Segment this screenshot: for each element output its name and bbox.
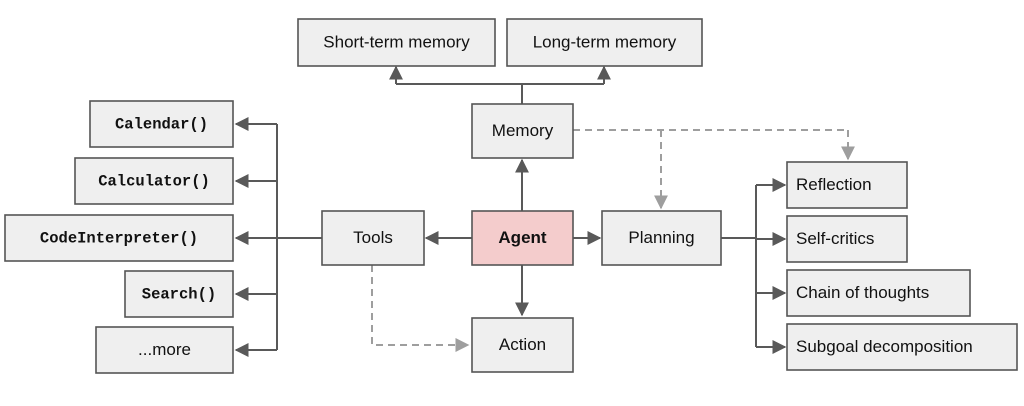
- node-more: ...more: [95, 326, 234, 374]
- long-term-memory-label: Long-term memory: [533, 32, 677, 51]
- node-tools: Tools: [321, 210, 425, 266]
- edge-tools-to-action: [371, 265, 470, 352]
- node-chain-of-thoughts: Chain of thoughts: [786, 269, 971, 317]
- subgoal-decomposition-label: Subgoal decomposition: [796, 337, 973, 356]
- edge-tools-bus: [276, 124, 322, 350]
- agent-label: Agent: [498, 228, 547, 247]
- calculator-label: Calculator(): [98, 173, 210, 191]
- action-label: Action: [499, 335, 546, 354]
- short-term-memory-label: Short-term memory: [323, 32, 470, 51]
- edges: [234, 65, 855, 357]
- node-long-term-memory: Long-term memory: [506, 18, 703, 67]
- edge-planning-bus: [721, 185, 757, 347]
- planning-label: Planning: [628, 228, 694, 247]
- node-reflection: Reflection: [786, 161, 908, 209]
- node-search: Search(): [124, 270, 234, 318]
- node-code-interpreter: CodeInterpreter(): [4, 214, 234, 262]
- node-action: Action: [471, 317, 574, 373]
- node-self-critics: Self-critics: [786, 215, 908, 263]
- node-subgoal-decomposition: Subgoal decomposition: [786, 323, 1018, 371]
- node-planning: Planning: [601, 210, 722, 266]
- code-interpreter-label: CodeInterpreter(): [40, 230, 198, 248]
- reflection-label: Reflection: [796, 175, 872, 194]
- chain-of-thoughts-label: Chain of thoughts: [796, 283, 929, 302]
- self-critics-label: Self-critics: [796, 229, 874, 248]
- node-short-term-memory: Short-term memory: [297, 18, 496, 67]
- edge-memory-split: [396, 83, 604, 104]
- calendar-label: Calendar(): [115, 116, 208, 134]
- search-label: Search(): [142, 286, 216, 304]
- node-calculator: Calculator(): [74, 157, 234, 205]
- more-label: ...more: [138, 340, 191, 359]
- node-memory: Memory: [471, 103, 574, 159]
- memory-label: Memory: [492, 121, 554, 140]
- node-agent: Agent: [471, 210, 574, 266]
- node-calendar: Calendar(): [89, 100, 234, 148]
- tools-label: Tools: [353, 228, 393, 247]
